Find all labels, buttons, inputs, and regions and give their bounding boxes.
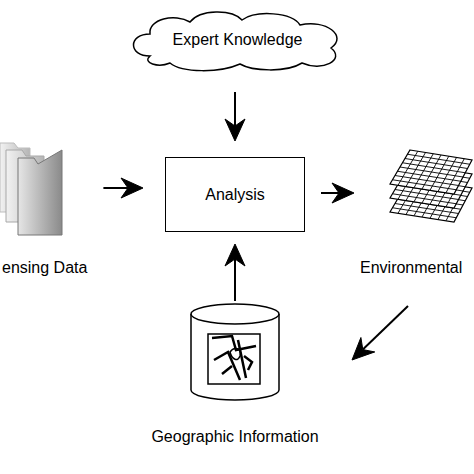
arrow-line: [363, 306, 408, 350]
node-label: Expert Knowledge: [173, 30, 303, 50]
arrow-line: [234, 92, 236, 126]
data-source: ensing Data: [2, 140, 91, 278]
arrowhead: [332, 183, 354, 203]
arrow-line: [321, 192, 339, 194]
arrowhead: [352, 338, 375, 360]
flow-arrow: [321, 183, 354, 203]
grid-layers-icon: [390, 150, 472, 222]
arrow-line: [103, 187, 128, 189]
database-store: Geographic Information: [140, 305, 330, 447]
database-cylinder: [191, 304, 279, 400]
node-label: Environmental: [360, 258, 462, 278]
data-output: Environmental: [360, 145, 472, 278]
flow-arrow: [225, 244, 245, 301]
arrowhead: [121, 178, 143, 198]
arrowhead: [225, 119, 245, 141]
process-box: Analysis: [165, 157, 305, 232]
arrowhead: [225, 244, 245, 266]
grid-layer: [390, 150, 472, 194]
node-label: Analysis: [205, 185, 265, 205]
arrow-line: [234, 259, 236, 301]
flow-arrow: [103, 178, 143, 198]
node-label: ensing Data: [2, 258, 87, 278]
knowledge-cloud: Expert Knowledge: [130, 12, 345, 68]
flow-arrow: [225, 92, 245, 141]
data-sheets-icon: [0, 143, 62, 235]
flow-arrow: [352, 306, 408, 360]
cloud-shape: [134, 12, 337, 71]
node-label: Geographic Information: [151, 427, 318, 447]
